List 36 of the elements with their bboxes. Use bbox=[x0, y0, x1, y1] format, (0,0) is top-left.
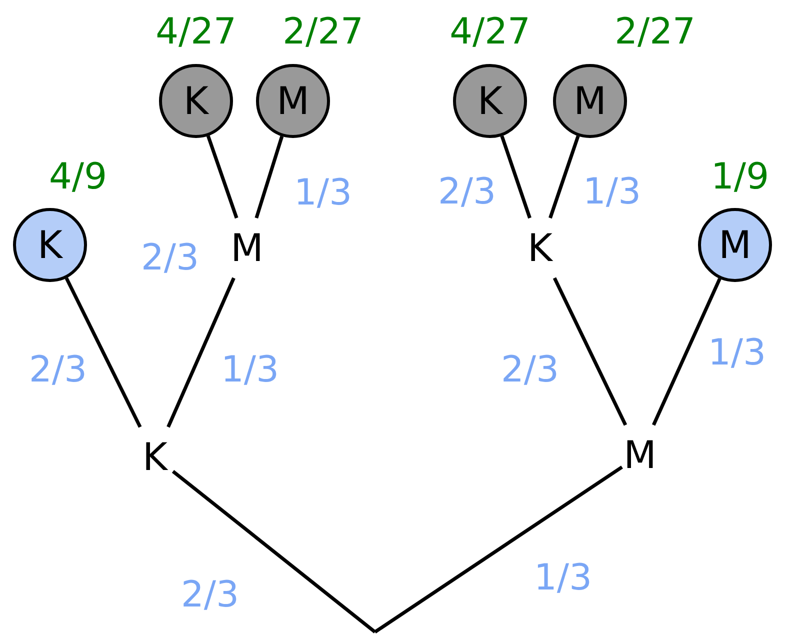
probability-label: 2/27 bbox=[282, 12, 364, 52]
branch-line bbox=[652, 278, 722, 426]
outcome-letter: M bbox=[624, 433, 656, 477]
edge-label: 1/3 bbox=[534, 558, 592, 598]
probability-label: 4/27 bbox=[450, 12, 530, 52]
probability-label: 4/9 bbox=[49, 156, 107, 198]
outcome-letter: M bbox=[276, 79, 310, 123]
outcome-letter: K bbox=[184, 79, 208, 123]
edge-label: 2/3 bbox=[438, 172, 496, 212]
edge-label: 2/3 bbox=[29, 350, 87, 390]
probability-label: 4/27 bbox=[156, 12, 236, 52]
outcome-letter: K bbox=[142, 435, 168, 479]
outcome-letter: M bbox=[718, 223, 752, 267]
outcome-letter: K bbox=[478, 79, 502, 123]
branch-line bbox=[552, 277, 628, 426]
branch-line bbox=[500, 135, 532, 219]
branch-line bbox=[64, 277, 142, 428]
edge-label: 2/3 bbox=[141, 238, 199, 278]
branch-line bbox=[548, 135, 580, 219]
outcome-letter: K bbox=[528, 226, 552, 270]
branch-line bbox=[172, 470, 376, 634]
edge-label: 2/3 bbox=[501, 350, 559, 390]
outcome-letter: M bbox=[574, 79, 606, 123]
edge-label: 2/3 bbox=[181, 574, 239, 616]
branch-line bbox=[254, 136, 284, 219]
branch-line bbox=[374, 466, 623, 634]
branch-line bbox=[166, 277, 236, 428]
outcome-letter: K bbox=[38, 223, 62, 267]
edge-label: 1/3 bbox=[221, 350, 279, 390]
outcome-letter: M bbox=[230, 226, 264, 270]
probability-label: 1/9 bbox=[711, 156, 769, 198]
edge-label: 1/3 bbox=[294, 172, 352, 214]
branch-line bbox=[206, 135, 238, 219]
edge-label: 1/3 bbox=[708, 332, 766, 374]
probability-label: 2/27 bbox=[614, 12, 696, 52]
edge-label: 1/3 bbox=[583, 172, 641, 212]
